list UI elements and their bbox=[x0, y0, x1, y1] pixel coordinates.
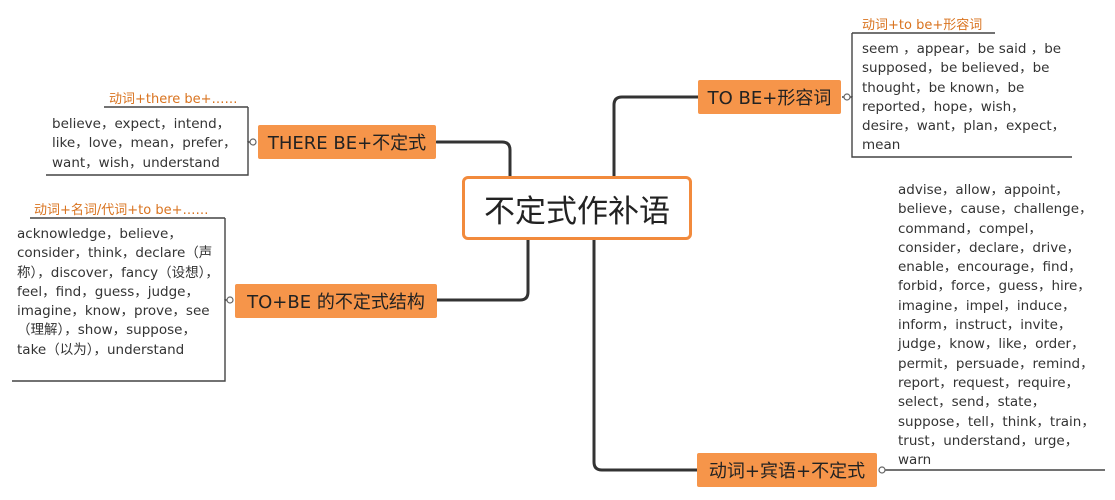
branch-to-be-adj[interactable]: TO BE+形容词 bbox=[698, 80, 841, 114]
central-topic[interactable]: 不定式作补语 bbox=[462, 176, 692, 240]
link-there-be bbox=[435, 140, 512, 178]
branch-to-be-structure[interactable]: TO+BE 的不定式结构 bbox=[235, 284, 437, 318]
link-to-be-structure bbox=[435, 238, 530, 302]
link-verb-obj bbox=[592, 238, 699, 472]
link-to-be-adj bbox=[612, 95, 700, 178]
dot-verb-obj bbox=[878, 466, 886, 474]
detail-there-be: believe，expect，intend，like，love，mean，pre… bbox=[52, 116, 237, 171]
note-to-be-adj: 动词+to be+形容词 bbox=[862, 18, 983, 33]
note-to-be-structure: 动词+名词/代词+to be+…… bbox=[34, 203, 209, 218]
branch-there-be[interactable]: THERE BE+不定式 bbox=[258, 125, 436, 159]
detail-to-be-structure: acknowledge，believe，consider，think，decla… bbox=[17, 226, 219, 358]
note-there-be: 动词+there be+…… bbox=[109, 92, 238, 107]
branch-verb-object-infinitive[interactable]: 动词+宾语+不定式 bbox=[697, 453, 877, 487]
detail-verb-object-infinitive: advise，allow，appoint，believe，cause，chall… bbox=[898, 182, 1095, 469]
dot-to-be-adj bbox=[843, 93, 851, 101]
dot-there-be bbox=[249, 138, 257, 146]
detail-to-be-adj: seem ，appear，be said ，be supposed，be bel… bbox=[862, 41, 1066, 154]
dot-to-be-structure bbox=[226, 296, 234, 304]
